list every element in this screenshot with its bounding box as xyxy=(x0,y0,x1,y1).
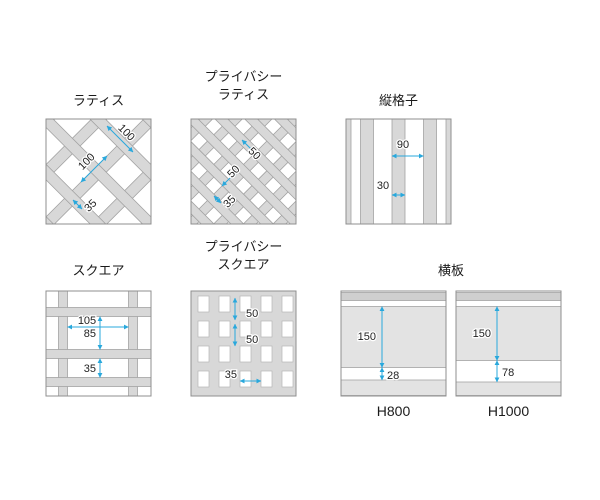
grid-openings xyxy=(197,295,294,388)
title-text: 縦格子 xyxy=(378,93,418,108)
square-panel-drawing: 105 85 35 xyxy=(45,290,152,397)
figure-title-vertical-slats: 縦格子 xyxy=(345,92,452,110)
dimension-arrow xyxy=(106,125,134,153)
privacy-square-panel-drawing: 50 50 35 xyxy=(190,290,297,397)
h800-label-text: H800 xyxy=(376,403,411,419)
dimension-arrow xyxy=(72,199,83,210)
panel-frame xyxy=(190,118,297,225)
panel-frame xyxy=(190,290,297,397)
title-text: ラティス xyxy=(72,93,125,108)
panel-frame xyxy=(455,290,562,397)
dim-label: 50 xyxy=(246,334,258,346)
dimension-arrow xyxy=(221,170,238,187)
privacy-lattice-panel-drawing: 50 50 35 xyxy=(190,118,297,225)
figure-title-privacy-lattice: プライバシー ラティス xyxy=(190,68,297,104)
dim-label: 28 xyxy=(387,370,399,382)
title-text-line2: ラティス xyxy=(217,87,270,102)
title-text: 横板 xyxy=(437,263,464,278)
lattice-panel-drawing: 100 100 35 xyxy=(45,118,152,225)
figure-title-square: スクエア xyxy=(45,262,152,280)
vertical-slats xyxy=(345,118,452,225)
horizontal-boards-h800 xyxy=(340,292,447,396)
title-text-line1: プライバシー xyxy=(204,69,283,84)
dim-label: 150 xyxy=(473,328,491,340)
h800-label: H800 xyxy=(340,403,447,419)
h1000-label-text: H1000 xyxy=(487,403,530,419)
dim-label: 30 xyxy=(377,180,389,192)
dim-label: 78 xyxy=(502,367,514,379)
title-text: スクエア xyxy=(72,263,125,278)
figure-title-lattice: ラティス xyxy=(45,92,152,110)
dim-label: 90 xyxy=(397,139,409,151)
panel-frame xyxy=(45,290,152,397)
dimension-arrow xyxy=(213,195,222,204)
dim-label: 35 xyxy=(84,363,96,375)
figure-title-privacy-square: プライバシー スクエア xyxy=(190,238,297,274)
panel-frame xyxy=(45,118,152,225)
dim-label: 85 xyxy=(84,328,96,340)
h1000-label: H1000 xyxy=(455,403,562,419)
panel-frame xyxy=(340,290,447,397)
dim-label: 35 xyxy=(225,369,237,381)
figure-title-horizontal-boards: 横板 xyxy=(340,262,562,280)
dim-label: 50 xyxy=(246,308,258,320)
panel-frame xyxy=(345,118,452,225)
dim-label: 150 xyxy=(358,331,376,343)
title-text-line1: プライバシー xyxy=(204,239,283,254)
dimension-arrow xyxy=(241,139,258,156)
vertical-slats-panel-drawing: 90 30 xyxy=(345,118,452,225)
dim-label: 105 xyxy=(78,315,96,327)
title-text-line2: スクエア xyxy=(217,257,270,272)
h1000-panel-drawing: 150 78 xyxy=(455,290,562,397)
h800-panel-drawing: 150 28 xyxy=(340,290,447,397)
dimension-arrow xyxy=(80,155,108,183)
